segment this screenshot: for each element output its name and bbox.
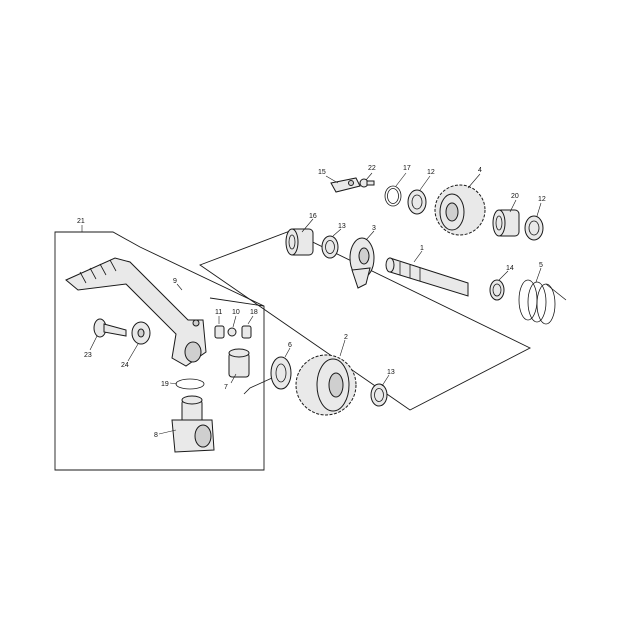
callout-8: 8: [154, 432, 158, 439]
o-ring-19: [175, 378, 205, 390]
needle-bearing-20: [492, 209, 520, 237]
callout-23: 23: [84, 352, 92, 359]
callout-20: 20: [511, 193, 519, 200]
detent-screw-18: [241, 325, 252, 339]
washer-13-bottom: [370, 383, 388, 407]
ratchet-3: [349, 237, 375, 289]
washer-12-top: [407, 189, 427, 215]
callout-22: 22: [368, 165, 376, 172]
callout-labels: 15 22 17 12 4 20 12 16 13 3 1 14 5 2 13 …: [77, 165, 546, 439]
callout-12-right: 12: [538, 196, 546, 203]
callout-11: 11: [215, 309, 222, 316]
callout-16: 16: [309, 213, 317, 220]
detent-spring-11: [214, 325, 225, 339]
washer-24: [131, 321, 151, 345]
callout-13-middle: 13: [338, 223, 346, 230]
callout-18: 18: [250, 309, 258, 316]
callout-7: 7: [224, 384, 228, 391]
needle-bearing-16: [285, 228, 314, 256]
callout-12-top: 12: [427, 169, 435, 176]
callout-3: 3: [372, 225, 376, 232]
callout-24: 24: [121, 362, 129, 369]
gear-2: [295, 354, 357, 416]
washer-13-middle: [321, 235, 339, 259]
lock-plate: [330, 177, 361, 193]
callout-13-bottom: 13: [387, 369, 395, 376]
gear-4: [434, 184, 486, 236]
washer-12-right: [524, 215, 544, 241]
callout-15: 15: [318, 169, 326, 176]
pedal-boss-8: [171, 395, 215, 453]
callout-19: 19: [161, 381, 169, 388]
callout-6: 6: [288, 342, 292, 349]
callout-21: 21: [77, 218, 85, 225]
detent-ball-10: [227, 327, 237, 337]
callout-17: 17: [403, 165, 411, 172]
kick-lever-9: [65, 257, 207, 367]
callout-5: 5: [539, 262, 543, 269]
torsion-spring-6: [243, 356, 292, 395]
washer-14: [489, 279, 505, 301]
leader-lines: [81, 172, 542, 435]
callout-4: 4: [478, 167, 482, 174]
bolt-23: [93, 318, 127, 338]
circlip-17: [384, 185, 402, 207]
callout-9: 9: [173, 278, 177, 285]
small-screw: [359, 178, 375, 188]
callout-14: 14: [506, 265, 514, 272]
kickstart-inner-frame: [209, 297, 265, 307]
return-spring-5: [518, 279, 567, 325]
callout-1: 1: [420, 245, 424, 252]
kickstart-shaft-1: [385, 257, 469, 297]
callout-2: 2: [344, 334, 348, 341]
bushing-7: [228, 348, 250, 378]
callout-10: 10: [232, 309, 240, 316]
